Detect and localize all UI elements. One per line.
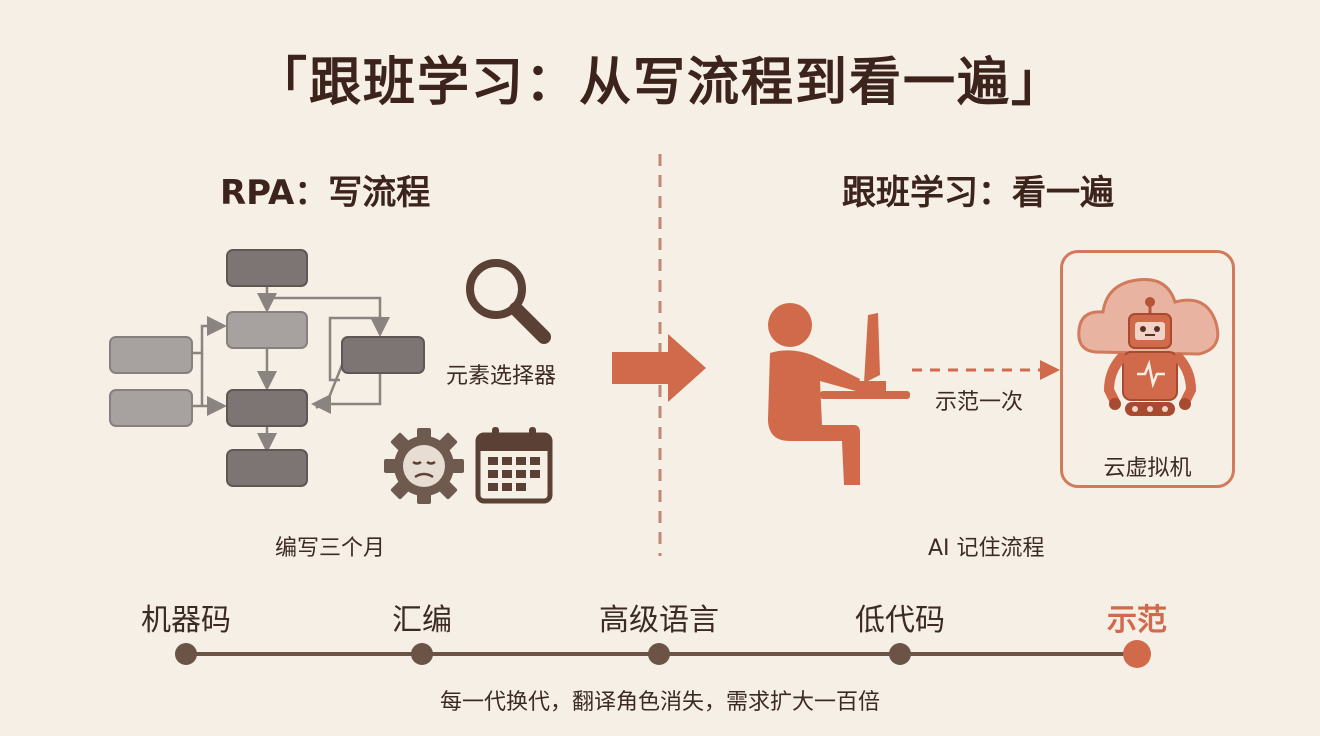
timeline-caption: 每一代换代，翻译角色消失，需求扩大一百倍: [439, 690, 880, 715]
learn-heading: 跟班学习：看一遍: [842, 173, 1114, 213]
timeline-node: [411, 643, 433, 665]
demo-arrow: [912, 360, 1060, 380]
flowchart: [109, 249, 425, 487]
timeline-stage-assembly: 汇编: [392, 603, 452, 638]
frustrated-gear-icon: [384, 428, 464, 504]
rpa-heading: RPA：写流程: [220, 173, 431, 213]
robot-icon: [1103, 297, 1197, 416]
calendar-icon: [475, 427, 553, 504]
vm-box: [1060, 250, 1235, 488]
demo-label: 示范一次: [935, 390, 1024, 415]
timeline-node-highlight: [1123, 640, 1151, 668]
timeline-node: [175, 643, 197, 665]
learn-caption: AI 记住流程: [928, 536, 1045, 561]
element-selector-label: 元素选择器: [446, 364, 557, 389]
cloud-robot-icon: [1077, 277, 1220, 416]
timeline-stage-demo: 示范: [1107, 603, 1167, 638]
timeline-line: [175, 640, 1151, 668]
timeline-stage-machine-code: 机器码: [141, 603, 231, 638]
rpa-caption: 编写三个月: [275, 536, 386, 561]
timeline-node: [648, 643, 670, 665]
vm-label: 云虚拟机: [1103, 456, 1192, 481]
timeline-stage-low-code: 低代码: [855, 603, 945, 638]
page-title: 「跟班学习：从写流程到看一遍」: [254, 53, 1065, 113]
person-at-computer-icon: [768, 303, 910, 485]
magnifier-icon: [466, 259, 551, 344]
transition-arrow-icon: [612, 334, 706, 402]
timeline-stage-high-level: 高级语言: [599, 603, 719, 638]
timeline-node: [889, 643, 911, 665]
